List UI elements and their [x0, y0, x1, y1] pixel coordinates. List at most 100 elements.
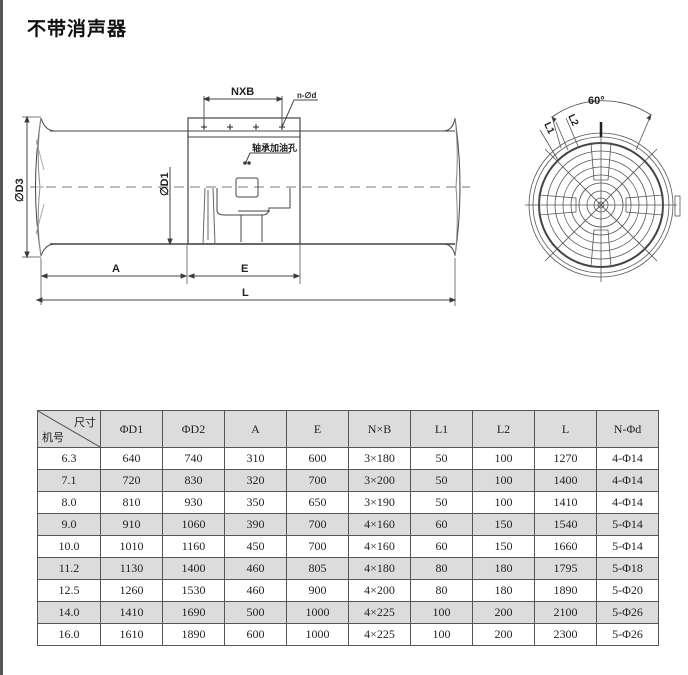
table-cell: 460	[224, 579, 287, 602]
table-cell: 4×160	[348, 513, 411, 536]
table-cell: 180	[472, 579, 535, 602]
table-cell: 8.0	[37, 491, 101, 514]
l-label: L	[242, 287, 249, 299]
table-cell: 80	[410, 557, 473, 580]
table-cell: 100	[472, 491, 535, 514]
table-cell: 600	[286, 447, 349, 470]
nxb-label: NXB	[231, 86, 254, 98]
table-cell: 60	[410, 513, 473, 536]
table-cell: 5-Φ14	[596, 535, 659, 558]
table-cell: 50	[410, 447, 473, 470]
table-cell: 1270	[534, 447, 597, 470]
spec-table: 尺寸 机号 ΦD1 ΦD2 A E N×B L1 L2 L N-Φd 6.3 6…	[37, 410, 659, 646]
table-cell: 720	[100, 469, 163, 492]
table-cell: 60	[410, 535, 473, 558]
column-header: A	[224, 410, 287, 448]
table-row: 7.1 720 830 320 700 3×200 50 100 1400 4-…	[37, 469, 659, 492]
bearing-oil-hole-label: 轴承加油孔	[252, 142, 297, 154]
table-cell: 1060	[162, 513, 225, 536]
table-cell: 5-Φ14	[596, 513, 659, 536]
table-cell: 910	[100, 513, 163, 536]
table-cell: 310	[224, 447, 287, 470]
table-cell: 450	[224, 535, 287, 558]
column-header: E	[286, 410, 349, 448]
table-cell: 830	[162, 469, 225, 492]
column-header: L2	[472, 410, 535, 448]
table-cell: 4×160	[348, 535, 411, 558]
d3-label: ∅D3	[14, 178, 26, 202]
table-header-row: 尺寸 机号 ΦD1 ΦD2 A E N×B L1 L2 L N-Φd	[37, 410, 659, 448]
table-row: 11.2 1130 1400 460 805 4×180 80 180 1795…	[37, 557, 659, 580]
table-cell: 700	[286, 535, 349, 558]
table-cell: 50	[410, 469, 473, 492]
side-view	[22, 96, 470, 306]
table-cell: 100	[410, 623, 473, 646]
table-cell: 1160	[162, 535, 225, 558]
table-cell: 6.3	[37, 447, 101, 470]
angle-label: 60°	[588, 95, 605, 107]
table-cell: 200	[472, 601, 535, 624]
table-cell: 3×200	[348, 469, 411, 492]
table-row: 14.0 1410 1690 500 1000 4×225 100 200 21…	[37, 601, 659, 624]
table-cell: 150	[472, 535, 535, 558]
table-cell: 1540	[534, 513, 597, 536]
table-cell: 810	[100, 491, 163, 514]
table-cell: 80	[410, 579, 473, 602]
table-row: 8.0 810 930 350 650 3×190 50 100 1410 4-…	[37, 491, 659, 514]
corner-header: 尺寸 机号	[37, 410, 101, 448]
table-row: 12.5 1260 1530 460 900 4×200 80 180 1890…	[37, 579, 659, 602]
table-cell: 100	[472, 469, 535, 492]
table-cell: 1795	[534, 557, 597, 580]
table-cell: 350	[224, 491, 287, 514]
table-cell: 1410	[534, 491, 597, 514]
table-cell: 5-Φ18	[596, 557, 659, 580]
a-label: A	[112, 263, 120, 275]
table-cell: 1530	[162, 579, 225, 602]
table-cell: 200	[472, 623, 535, 646]
table-cell: 1610	[100, 623, 163, 646]
column-header: ΦD2	[162, 410, 225, 448]
table-cell: 50	[410, 491, 473, 514]
table-cell: 1400	[534, 469, 597, 492]
d1-label: ∅D1	[159, 172, 171, 196]
table-cell: 1000	[286, 601, 349, 624]
table-row: 16.0 1610 1890 600 1000 4×225 100 200 23…	[37, 623, 659, 646]
table-cell: 10.0	[37, 535, 101, 558]
table-cell: 2100	[534, 601, 597, 624]
table-cell: 2300	[534, 623, 597, 646]
table-cell: 3×180	[348, 447, 411, 470]
column-header: ΦD1	[100, 410, 163, 448]
table-cell: 1410	[100, 601, 163, 624]
size-label: 尺寸	[74, 416, 96, 429]
page-title: 不带消声器	[27, 18, 128, 40]
table-cell: 7.1	[37, 469, 101, 492]
table-cell: 900	[286, 579, 349, 602]
table-cell: 4×200	[348, 579, 411, 602]
column-header: N-Φd	[596, 410, 659, 448]
table-cell: 650	[286, 491, 349, 514]
column-header: L1	[410, 410, 473, 448]
table-cell: 700	[286, 513, 349, 536]
left-edge-strip	[0, 0, 3, 675]
table-cell: 100	[472, 447, 535, 470]
table-cell: 100	[410, 601, 473, 624]
table-cell: 1890	[534, 579, 597, 602]
table-cell: 640	[100, 447, 163, 470]
table-cell: 740	[162, 447, 225, 470]
table-cell: 5-Φ26	[596, 623, 659, 646]
table-cell: 1000	[286, 623, 349, 646]
column-header: N×B	[348, 410, 411, 448]
table-cell: 1260	[100, 579, 163, 602]
column-header: L	[534, 410, 597, 448]
model-label: 机号	[42, 431, 64, 444]
table-cell: 500	[224, 601, 287, 624]
table-row: 6.3 640 740 310 600 3×180 50 100 1270 4-…	[37, 447, 659, 470]
table-cell: 3×190	[348, 491, 411, 514]
table-cell: 14.0	[37, 601, 101, 624]
table-cell: 11.2	[37, 557, 101, 580]
table-cell: 4-Φ14	[596, 447, 659, 470]
table-cell: 16.0	[37, 623, 101, 646]
table-cell: 1660	[534, 535, 597, 558]
table-cell: 460	[224, 557, 287, 580]
front-view	[525, 100, 681, 282]
